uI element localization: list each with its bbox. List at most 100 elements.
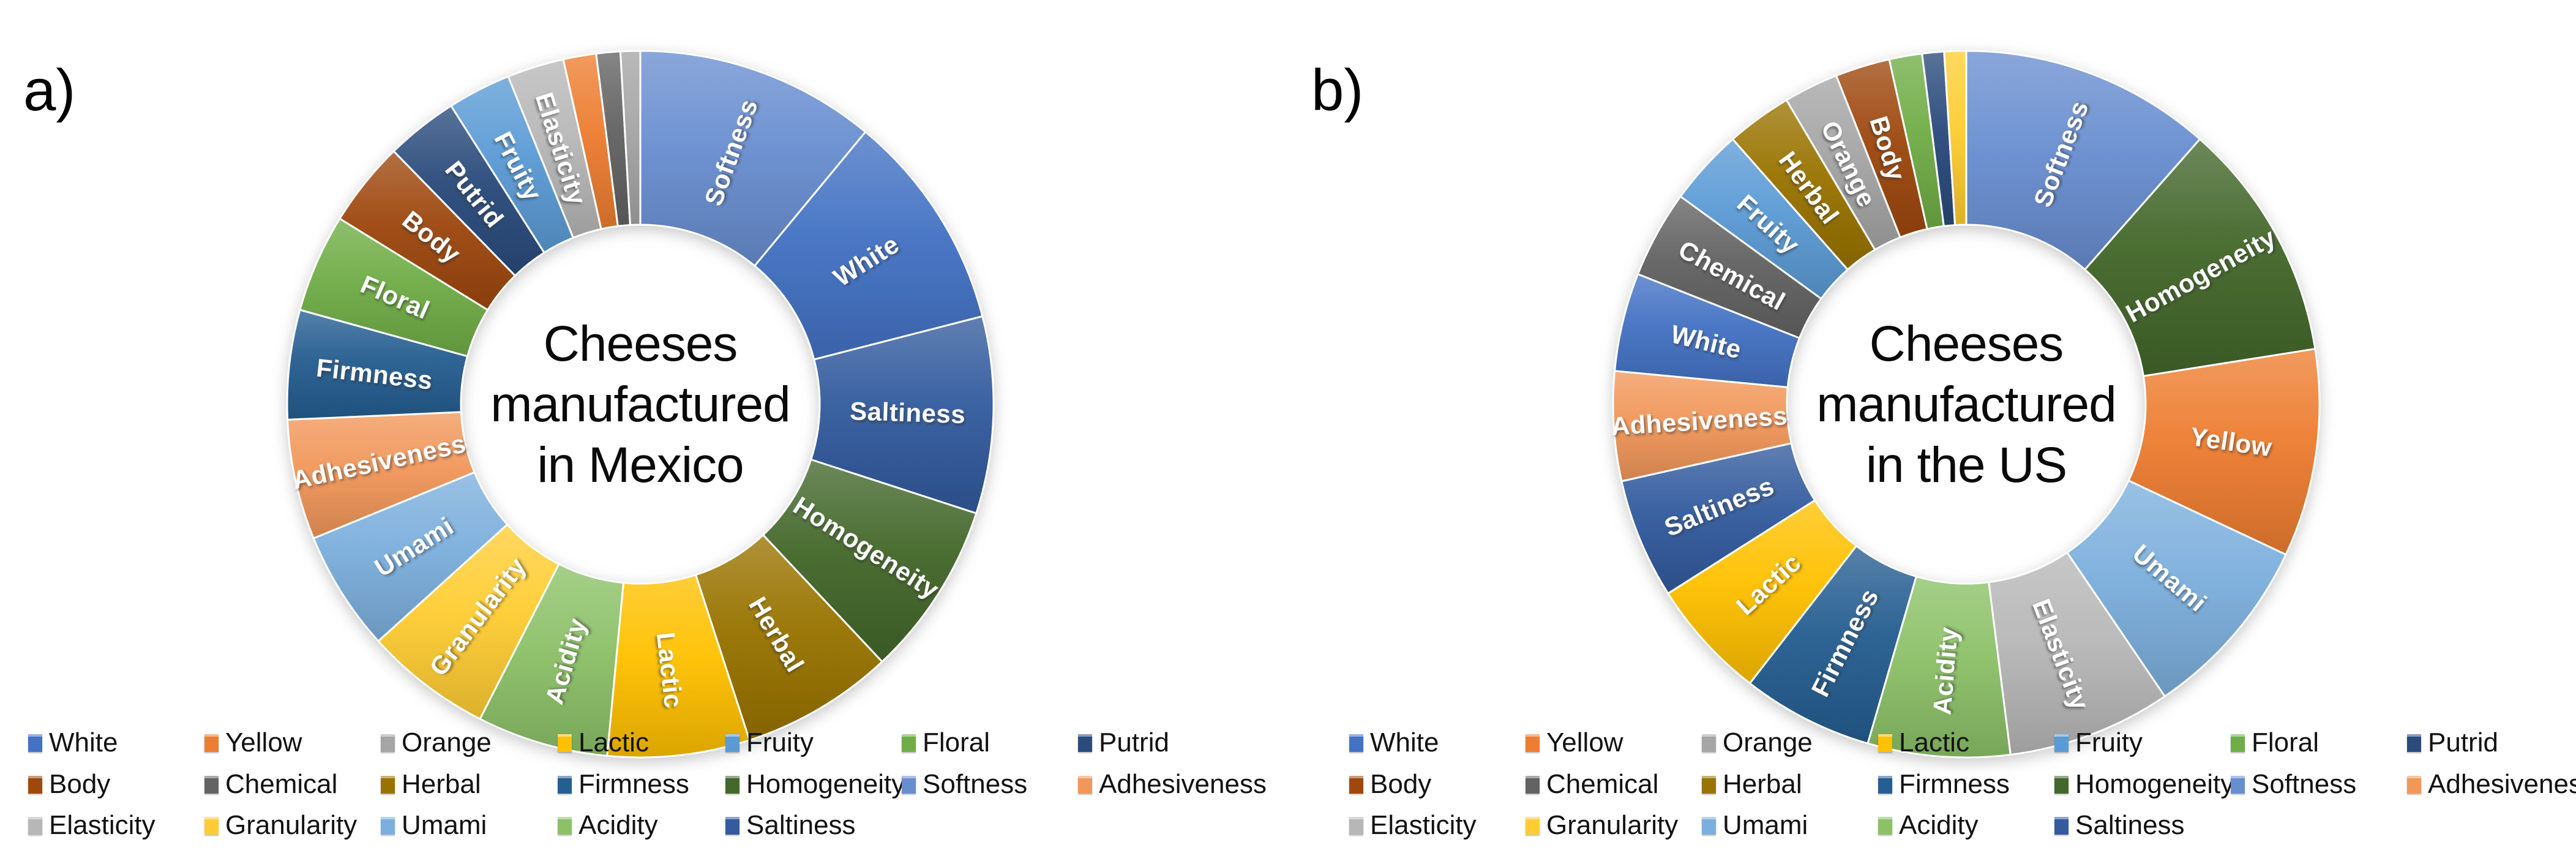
legend-item-body: Body [28, 767, 110, 802]
legend-item-umami: Umami [381, 808, 487, 843]
pie-slice-softness [1965, 50, 2201, 271]
legend-item-homogeneity: Homogeneity [2054, 767, 2234, 802]
legend-item-orange: Orange [1702, 726, 1813, 760]
legend-label: Floral [923, 727, 990, 757]
legend-item-yellow: Yellow [204, 726, 302, 760]
legend-label: White [1370, 727, 1439, 757]
panel-label-a: a) [23, 58, 76, 123]
legend-label: White [49, 727, 118, 757]
legend-label: Firmness [578, 769, 689, 799]
legend-item-orange: Orange [381, 726, 492, 760]
legend-item-yellow: Yellow [1526, 726, 1623, 760]
legend-label: Softness [923, 769, 1028, 799]
legend-swatch-icon [2407, 734, 2421, 752]
legend-item-adhesiveness: Adhesiveness [2407, 767, 2576, 802]
legend-item-floral: Floral [902, 726, 990, 760]
legend-swatch-icon [381, 775, 395, 794]
legend-item-softness: Softness [2231, 767, 2356, 802]
legend-swatch-icon [1702, 816, 1716, 835]
legend-swatch-icon [204, 816, 219, 835]
slice-label-acidity: Acidity [1928, 626, 1963, 716]
legend-item-homogeneity: Homogeneity [725, 767, 905, 802]
legend-swatch-icon [1078, 734, 1092, 752]
title-line: manufactured [490, 377, 790, 433]
panel-label-b: b) [1311, 58, 1364, 123]
pie-slice-softness [639, 50, 867, 267]
legend-label: Adhesiveness [1099, 769, 1267, 799]
legend-swatch-icon [725, 734, 739, 752]
legend-label: Saltiness [746, 810, 856, 840]
legend-item-herbal: Herbal [1702, 767, 1802, 802]
legend-item-elasticity: Elasticity [28, 808, 155, 843]
legend-item-white: White [28, 726, 118, 760]
legend-swatch-icon [2231, 775, 2245, 794]
legend-swatch-icon [28, 775, 42, 794]
legend-item-granularity: Granularity [204, 808, 357, 843]
legend-label: Firmness [1899, 769, 2010, 799]
legend-item-chemical: Chemical [204, 767, 337, 802]
legend-label: Acidity [1899, 810, 1979, 840]
pie-slice-homogeneity [2084, 138, 2316, 377]
legend-item-firmness: Firmness [1878, 767, 2010, 802]
title-line: in Mexico [537, 437, 744, 494]
legend-label: Softness [2252, 769, 2357, 799]
legend-label: Homogeneity [2075, 769, 2234, 799]
legend-item-putrid: Putrid [1078, 726, 1169, 760]
legend-swatch-icon [902, 734, 916, 752]
legend-label: Granularity [1546, 810, 1679, 840]
legend-item-floral: Floral [2231, 726, 2319, 760]
legend-label: Fruity [2075, 727, 2143, 757]
pie-slice-orange [619, 50, 642, 226]
pie-slice-yellow [2127, 348, 2321, 556]
legend-label: Floral [2252, 727, 2320, 757]
legend-item-acidity: Acidity [1878, 808, 1979, 843]
legend-swatch-icon [1349, 775, 1363, 794]
legend-item-fruity: Fruity [725, 726, 814, 760]
legend-swatch-icon [558, 734, 572, 752]
legend-label: Orange [402, 727, 492, 757]
legend-swatch-icon [1878, 775, 1892, 794]
legend-item-chemical: Chemical [1526, 767, 1658, 802]
legend-label: Elasticity [49, 810, 155, 840]
donut-slices [1612, 50, 2321, 759]
legend-label: Putrid [2428, 727, 2498, 757]
legend-item-umami: Umami [1702, 808, 1808, 843]
legend-label: Umami [402, 810, 487, 840]
legend-item-firmness: Firmness [558, 767, 689, 802]
legend-label: Herbal [402, 769, 481, 799]
legend-item-lactic: Lactic [558, 726, 649, 760]
legend-swatch-icon [381, 816, 395, 835]
legend-item-softness: Softness [902, 767, 1027, 802]
legend-label: Lactic [1899, 727, 1969, 757]
legend-label: Herbal [1723, 769, 1802, 799]
legend-swatch-icon [558, 775, 572, 794]
legend-label: Yellow [1546, 727, 1623, 757]
donut-chart-mexico: SoftnessWhiteSaltinessHomogeneityHerbalL… [286, 50, 995, 759]
legend-swatch-icon [1702, 775, 1716, 794]
legend-swatch-icon [558, 816, 572, 835]
legend-label: Umami [1723, 810, 1808, 840]
legend-label: Chemical [225, 769, 338, 799]
legend-swatch-icon [2407, 775, 2421, 794]
legend-label: Body [1370, 769, 1432, 799]
legend-label: Adhesiveness [2428, 769, 2576, 799]
chart-title-us: Cheeses manufactured in the US [1734, 314, 2199, 496]
legend-label: Acidity [578, 810, 658, 840]
legend-label: Saltiness [2075, 810, 2185, 840]
legend-swatch-icon [204, 734, 219, 752]
legend-swatch-icon [1526, 734, 1540, 752]
title-line: Cheeses [1869, 316, 2064, 372]
legend-swatch-icon [2054, 816, 2069, 835]
donut-chart-us: SoftnessHomogeneityYellowUmamiElasticity… [1610, 50, 2321, 759]
legend-swatch-icon [1878, 816, 1892, 835]
legend-swatch-icon [1702, 734, 1716, 752]
legend-swatch-icon [902, 775, 916, 794]
pie-slice-white [754, 130, 984, 361]
legend-item-saltiness: Saltiness [2054, 808, 2185, 843]
legend-label: Elasticity [1370, 810, 1477, 840]
legend-swatch-icon [725, 816, 739, 835]
slice-label-saltiness: Saltiness [850, 396, 966, 429]
legend-label: Granularity [225, 810, 358, 840]
legend-item-putrid: Putrid [2407, 726, 2498, 760]
legend-swatch-icon [2231, 734, 2245, 752]
